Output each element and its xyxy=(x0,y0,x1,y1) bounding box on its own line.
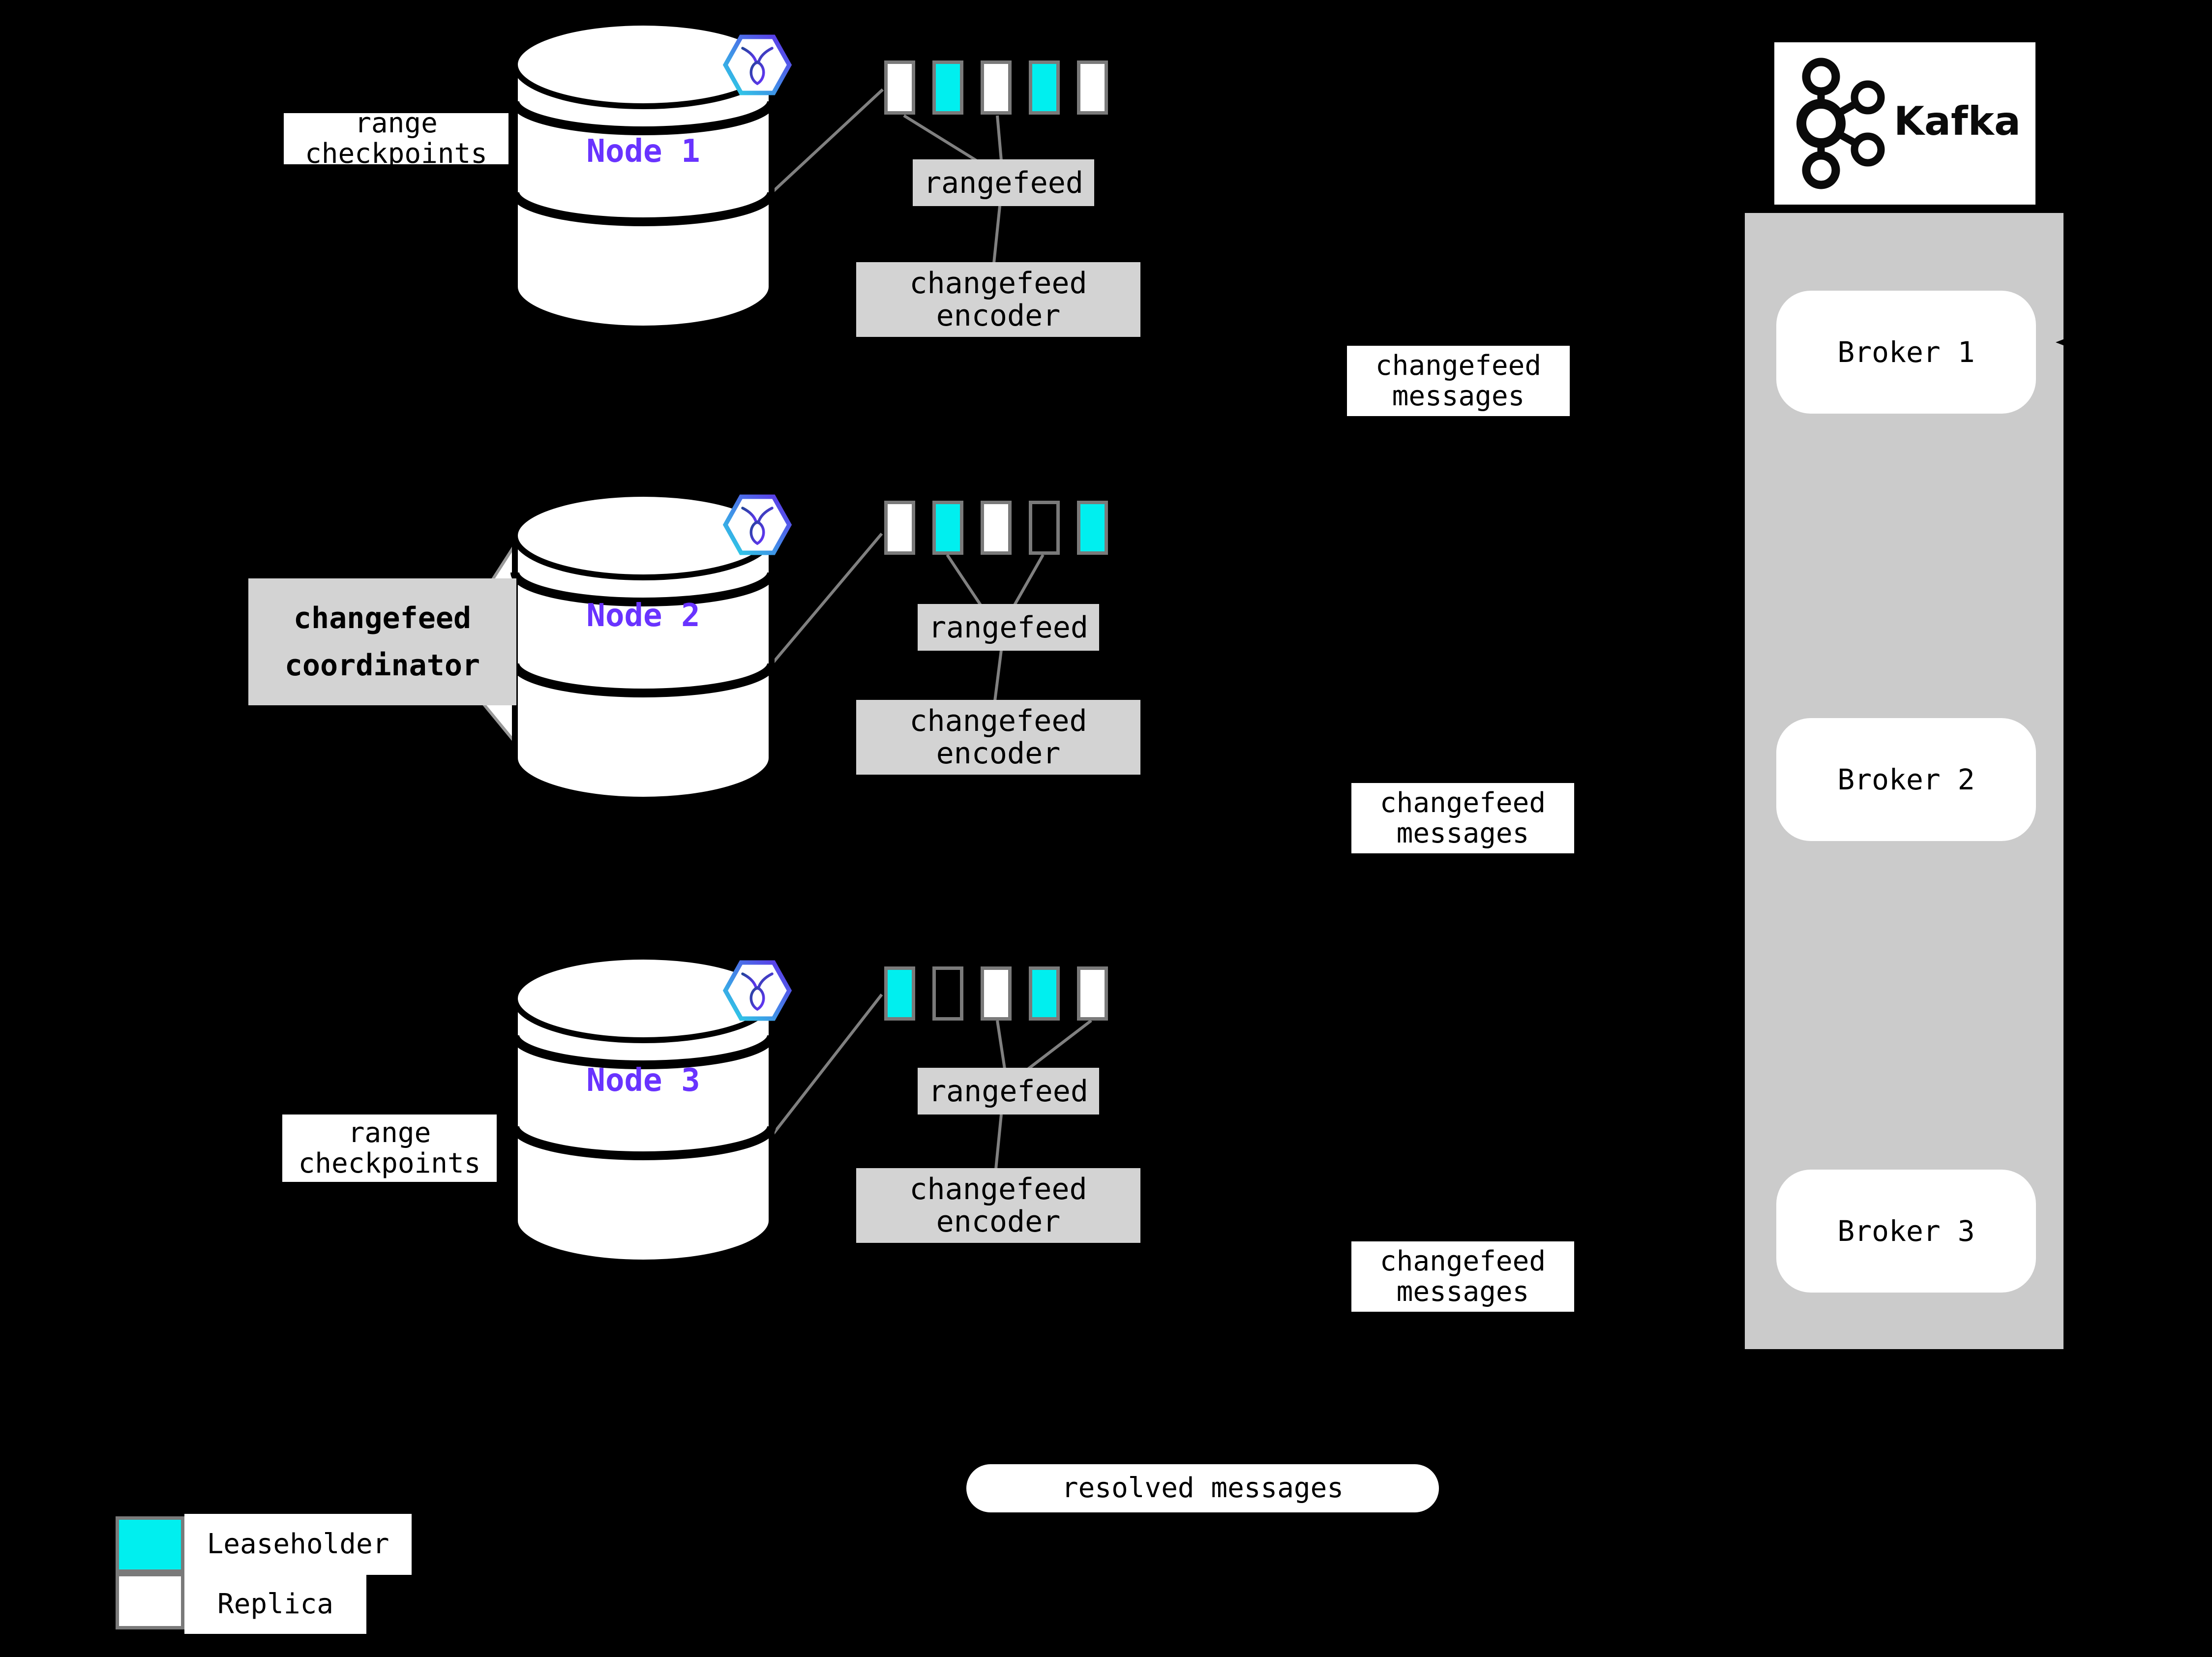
changefeed-encoder-box-node3: changefeed encoder xyxy=(856,1168,1140,1243)
legend-leaseholder-swatch xyxy=(116,1516,184,1573)
label-line: encoder xyxy=(936,736,1061,771)
rangefeed-label: rangefeed xyxy=(928,610,1089,645)
label-line: messages xyxy=(1392,380,1525,412)
node1-title: Node 1 xyxy=(586,133,700,170)
rangefeed-box-node1: rangefeed xyxy=(913,159,1094,206)
label-line: coordinator xyxy=(284,648,480,683)
node2-title: Node 2 xyxy=(586,598,700,634)
kafka-logo-icon xyxy=(1796,58,1885,189)
cockroach-icon xyxy=(741,47,774,86)
range-cell-leaseholder xyxy=(1029,966,1060,1021)
rangefeed-label: rangefeed xyxy=(923,165,1084,200)
legend-replica-swatch xyxy=(116,1573,184,1629)
rangefeed-box-node2: rangefeed xyxy=(918,604,1099,651)
label-line: messages xyxy=(1396,817,1529,849)
label-line: range xyxy=(348,1116,431,1149)
range-cell-leaseholder xyxy=(884,966,915,1021)
range-cell-replica xyxy=(1077,966,1108,1021)
range-checkpoints-label-node1: range checkpoints xyxy=(284,113,508,164)
cockroachdb-badge-node3 xyxy=(722,960,792,1021)
changefeed-messages-label-node1: changefeed messages xyxy=(1347,346,1570,416)
range-cell-replica xyxy=(981,501,1012,555)
label-line: resolved messages xyxy=(1061,1472,1344,1504)
range-cell-empty xyxy=(1029,501,1060,555)
ranges-node3 xyxy=(884,966,1108,1021)
label-line: changefeed xyxy=(909,1172,1087,1206)
ranges-node2 xyxy=(884,501,1108,555)
label-line: checkpoints xyxy=(298,1147,481,1179)
label-line: messages xyxy=(1396,1275,1529,1308)
node2-database-cylinder xyxy=(510,491,776,803)
changefeed-messages-label-node2: changefeed messages xyxy=(1351,783,1574,853)
broker-2: Broker 2 xyxy=(1776,718,2036,841)
range-cell-leaseholder xyxy=(932,60,963,115)
changefeed-messages-label-node3: changefeed messages xyxy=(1351,1241,1574,1312)
node1-database-cylinder xyxy=(510,20,776,331)
label-line: changefeed xyxy=(293,601,472,635)
broker-1: Broker 1 xyxy=(1776,291,2036,414)
label-line: range xyxy=(355,113,438,139)
legend-leaseholder-label: Leaseholder xyxy=(184,1514,412,1575)
label-line: checkpoints xyxy=(305,138,487,165)
range-cell-empty xyxy=(932,966,963,1021)
resolved-messages-pill: resolved messages xyxy=(966,1464,1439,1512)
changefeed-encoder-box-node1: changefeed encoder xyxy=(856,262,1140,337)
cockroachdb-badge-node1 xyxy=(722,34,792,95)
connector-lines xyxy=(763,88,1092,1170)
label-line: encoder xyxy=(936,1205,1061,1239)
range-cell-replica xyxy=(981,60,1012,115)
node3-database-cylinder xyxy=(510,954,776,1265)
broker-3: Broker 3 xyxy=(1776,1170,2036,1293)
cockroach-icon xyxy=(741,507,774,545)
range-cell-leaseholder xyxy=(1077,501,1108,555)
ranges-node1 xyxy=(884,60,1108,115)
rangefeed-box-node3: rangefeed xyxy=(918,1068,1099,1115)
cockroachdb-badge-node2 xyxy=(722,494,792,555)
range-cell-replica xyxy=(884,60,915,115)
arrow-into-broker1-icon xyxy=(2056,329,2091,356)
label-line: changefeed xyxy=(1379,786,1546,819)
label-line: Replica xyxy=(217,1588,333,1620)
range-cell-replica xyxy=(981,966,1012,1021)
rangefeed-label: rangefeed xyxy=(928,1074,1089,1109)
range-cell-leaseholder xyxy=(932,501,963,555)
kafka-brand-label: Kafka xyxy=(1894,98,2021,144)
label-line: changefeed xyxy=(1379,1245,1546,1277)
changefeed-encoder-box-node2: changefeed encoder xyxy=(856,700,1140,775)
range-checkpoints-label-node3: range checkpoints xyxy=(282,1115,497,1182)
label-line: changefeed xyxy=(909,704,1087,738)
label-line: changefeed xyxy=(1375,349,1542,382)
range-cell-replica xyxy=(1077,60,1108,115)
range-cell-leaseholder xyxy=(1029,60,1060,115)
label-line: Leaseholder xyxy=(207,1528,389,1560)
label-line: changefeed xyxy=(909,266,1087,301)
changefeed-coordinator-label: changefeed coordinator xyxy=(248,578,516,705)
range-cell-replica xyxy=(884,501,915,555)
label-line: encoder xyxy=(936,299,1061,333)
node3-title: Node 3 xyxy=(586,1062,700,1099)
legend-replica-label: Replica xyxy=(184,1575,366,1634)
cockroach-icon xyxy=(741,972,774,1011)
